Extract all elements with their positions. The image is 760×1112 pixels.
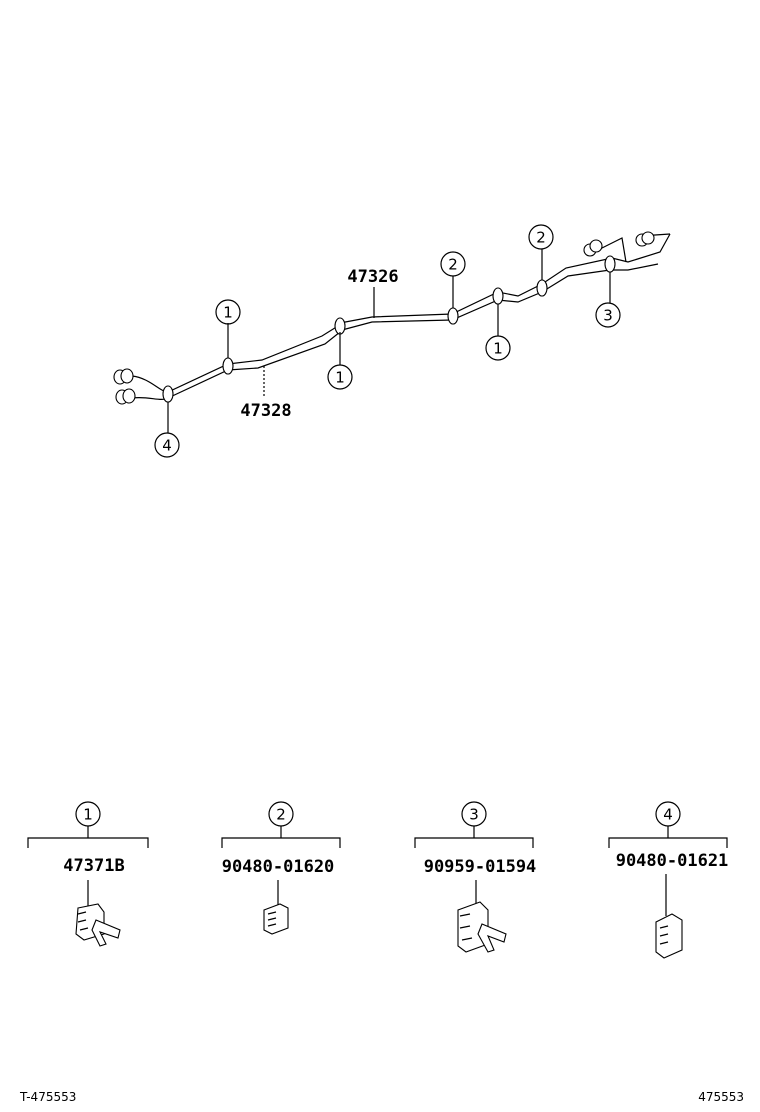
clamp-1b xyxy=(334,317,346,335)
tube-47326-edge xyxy=(341,263,659,331)
callout-1-c: 1 xyxy=(485,335,511,361)
flare-nut-right-b xyxy=(635,231,655,247)
clamp-90480-01621-icon xyxy=(655,913,683,959)
clamp-90959-01594-icon xyxy=(457,901,507,953)
callout-4: 4 xyxy=(154,432,180,458)
legend-item-3: 3 90959-01594 xyxy=(414,801,537,953)
svg-text:4: 4 xyxy=(663,806,673,824)
svg-text:1: 1 xyxy=(83,806,93,824)
flare-nut-left-upper xyxy=(113,368,134,385)
svg-text:90480-01621: 90480-01621 xyxy=(616,851,729,871)
flare-nut-left-lower xyxy=(115,388,136,405)
svg-text:1: 1 xyxy=(493,340,503,358)
flare-nut-right-a xyxy=(583,239,603,257)
clamp-2b xyxy=(536,279,548,297)
callout-2-a: 2 xyxy=(440,251,466,277)
svg-text:1: 1 xyxy=(223,304,233,322)
svg-text:2: 2 xyxy=(448,256,458,274)
svg-text:1: 1 xyxy=(335,369,345,387)
svg-text:3: 3 xyxy=(469,806,479,824)
label-tube-upper: 47326 xyxy=(347,267,398,287)
svg-text:47371B: 47371B xyxy=(63,856,124,876)
svg-text:90480-01620: 90480-01620 xyxy=(222,857,335,877)
clamp-2a xyxy=(447,307,459,325)
clamp-3 xyxy=(604,255,616,273)
clamp-1c xyxy=(492,287,504,305)
svg-text:2: 2 xyxy=(536,229,546,247)
tube-assembly xyxy=(113,231,671,405)
callout-1-b: 1 xyxy=(327,364,353,390)
callout-3: 3 xyxy=(595,302,621,328)
leader-lines xyxy=(167,249,611,433)
svg-text:3: 3 xyxy=(603,307,613,325)
callout-2-b: 2 xyxy=(528,224,554,250)
tube-47328-edge xyxy=(131,331,341,401)
clamp-90480-01620-icon xyxy=(263,903,289,935)
label-tube-lower: 47328 xyxy=(240,401,291,421)
callout-1-a: 1 xyxy=(215,299,241,325)
tube-47328 xyxy=(131,325,339,393)
svg-text:4: 4 xyxy=(162,437,172,455)
clamp-1a xyxy=(222,357,234,375)
svg-text:2: 2 xyxy=(276,806,286,824)
legend-item-1: 1 47371B xyxy=(27,801,149,947)
legend-item-4: 4 90480-01621 xyxy=(608,801,729,959)
legend-item-2: 2 90480-01620 xyxy=(221,801,341,935)
svg-text:90959-01594: 90959-01594 xyxy=(424,857,537,877)
clamp-4 xyxy=(162,385,174,403)
footer-left: T-475553 xyxy=(19,1090,76,1104)
clamp-47371B-icon xyxy=(75,903,121,947)
footer-right: 475553 xyxy=(698,1090,744,1104)
